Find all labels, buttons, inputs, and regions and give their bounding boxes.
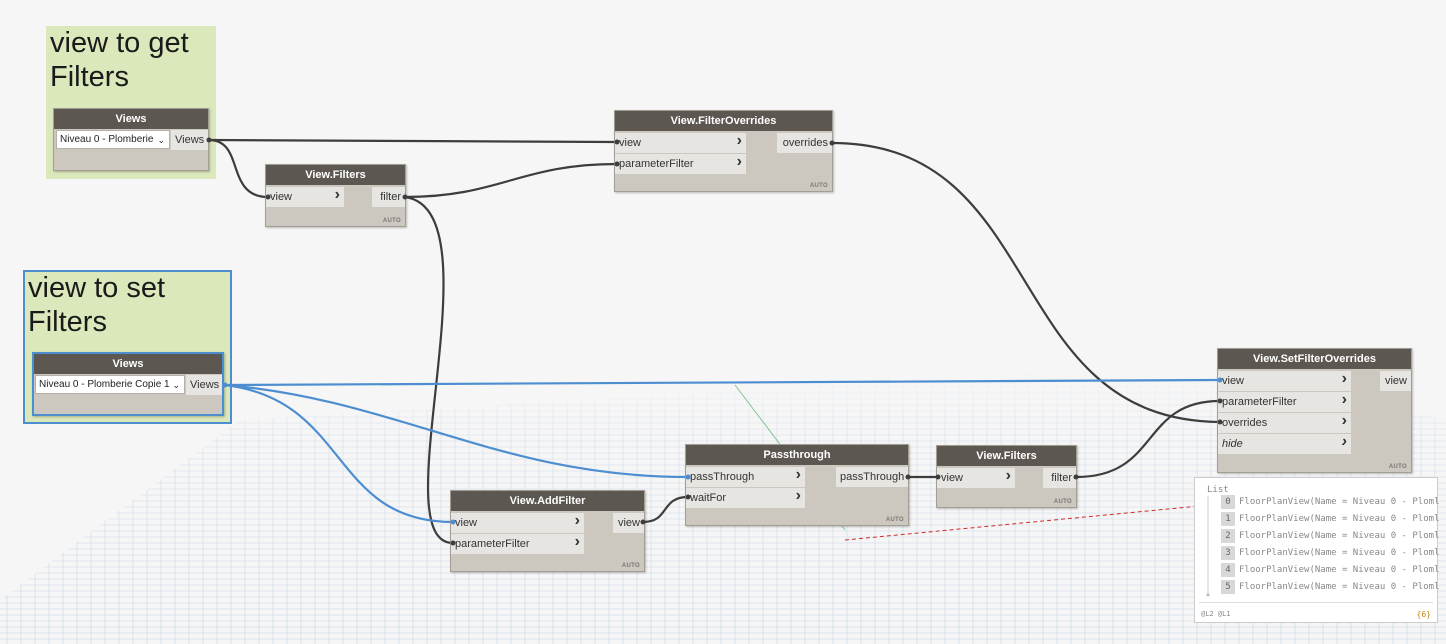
view-filters-node-2[interactable]: View.Filters view filter AUTO: [936, 445, 1077, 508]
list-tree-line: [1206, 496, 1210, 597]
list-item: 1 FloorPlanView(Name = Niveau 0 - Ploml: [1221, 512, 1439, 526]
output-port-view[interactable]: view: [1380, 371, 1411, 391]
port-label: view: [1222, 375, 1245, 387]
lacing-label: AUTO: [382, 218, 401, 224]
list-value: FloorPlanView(Name = Niveau 0 - Ploml: [1239, 582, 1440, 592]
port-label: filter: [380, 191, 401, 203]
list-value: FloorPlanView(Name = Niveau 0 - Ploml: [1239, 497, 1440, 507]
lacing-label: AUTO: [809, 183, 828, 189]
list-value: FloorPlanView(Name = Niveau 0 - Ploml: [1239, 548, 1440, 558]
port-label: parameterFilter: [619, 158, 694, 170]
views-get-node[interactable]: Views Niveau 0 - Plomberie ⌄ Views: [53, 108, 209, 171]
port-label: filter: [1051, 472, 1072, 484]
list-item: 3 FloorPlanView(Name = Niveau 0 - Ploml: [1221, 546, 1439, 560]
input-port-view[interactable]: view: [615, 131, 746, 153]
input-port-waitfor[interactable]: waitFor: [686, 486, 805, 508]
view-filters-node[interactable]: View.Filters view filter AUTO: [265, 164, 406, 227]
output-port-views[interactable]: Views: [186, 375, 222, 395]
list-index: 3: [1221, 546, 1235, 560]
port-label: view: [619, 137, 642, 149]
port-label: passThrough: [840, 471, 905, 483]
view-addfilter-node[interactable]: View.AddFilter view parameterFilter view…: [450, 490, 645, 572]
list-levels[interactable]: @L2 @L1: [1201, 610, 1231, 618]
node-title: Views: [54, 109, 208, 129]
port-label: waitFor: [690, 492, 727, 504]
input-port-view[interactable]: view: [937, 466, 1015, 488]
view-setfilteroverrides-node[interactable]: View.SetFilterOverrides view parameterFi…: [1217, 348, 1412, 473]
output-port-views[interactable]: Views: [171, 130, 208, 150]
input-port-parameterfilter[interactable]: parameterFilter: [451, 532, 584, 554]
port-label: parameterFilter: [455, 538, 530, 550]
output-port-overrides[interactable]: overrides: [777, 133, 832, 153]
list-count: {6}: [1416, 610, 1431, 619]
node-title: View.FilterOverrides: [615, 111, 832, 131]
port-label: overrides: [782, 137, 828, 149]
list-item: 0 FloorPlanView(Name = Niveau 0 - Ploml: [1221, 495, 1439, 509]
node-title: Views: [34, 354, 222, 374]
list-value: FloorPlanView(Name = Niveau 0 - Ploml: [1239, 531, 1440, 541]
input-port-view[interactable]: view: [1218, 369, 1351, 391]
list-item: 2 FloorPlanView(Name = Niveau 0 - Ploml: [1221, 529, 1439, 543]
node-title: View.AddFilter: [451, 491, 644, 511]
lacing-label: AUTO: [621, 563, 640, 569]
output-port-view[interactable]: view: [613, 513, 644, 533]
group-title: view to set Filters: [28, 272, 165, 338]
output-port-filter[interactable]: filter: [1043, 468, 1076, 488]
node-title: View.SetFilterOverrides: [1218, 349, 1411, 369]
view-filteroverrides-node[interactable]: View.FilterOverrides view parameterFilte…: [614, 110, 833, 192]
list-index: 0: [1221, 495, 1235, 509]
divider: [1199, 602, 1433, 603]
list-index: 2: [1221, 529, 1235, 543]
lacing-label: AUTO: [1053, 499, 1072, 505]
input-port-hide[interactable]: hide: [1218, 432, 1351, 454]
input-port-overrides[interactable]: overrides: [1218, 411, 1351, 433]
passthrough-node[interactable]: Passthrough passThrough waitFor passThro…: [685, 444, 909, 526]
port-label: passThrough: [690, 471, 755, 483]
port-label: hide: [1222, 438, 1243, 450]
dropdown-value: Niveau 0 - Plomberie Copie 1: [39, 379, 170, 390]
lacing-label: AUTO: [885, 517, 904, 523]
chevron-down-icon: ⌄: [172, 380, 180, 390]
list-item: 4 FloorPlanView(Name = Niveau 0 - Ploml: [1221, 563, 1439, 577]
views-set-dropdown[interactable]: Niveau 0 - Plomberie Copie 1 ⌄: [35, 375, 185, 394]
list-index: 1: [1221, 512, 1235, 526]
group-title: view to get Filters: [50, 27, 189, 93]
node-title: View.Filters: [937, 446, 1076, 466]
port-label: view: [455, 517, 478, 529]
input-port-parameterfilter[interactable]: parameterFilter: [615, 152, 746, 174]
port-label: view: [941, 472, 964, 484]
input-port-passthrough[interactable]: passThrough: [686, 465, 805, 487]
list-index: 5: [1221, 580, 1235, 594]
node-title: View.Filters: [266, 165, 405, 185]
input-port-view[interactable]: view: [451, 511, 584, 533]
port-label: view: [270, 191, 293, 203]
port-label: view: [1384, 375, 1407, 387]
input-port-view[interactable]: view: [266, 185, 344, 207]
list-value: FloorPlanView(Name = Niveau 0 - Ploml: [1239, 565, 1440, 575]
lacing-label: AUTO: [1388, 464, 1407, 470]
list-value: FloorPlanView(Name = Niveau 0 - Ploml: [1239, 514, 1440, 524]
list-title: List: [1207, 485, 1229, 495]
output-port-passthrough[interactable]: passThrough: [836, 467, 908, 487]
node-title: Passthrough: [686, 445, 908, 465]
dropdown-value: Niveau 0 - Plomberie: [60, 134, 154, 145]
port-label: view: [617, 517, 640, 529]
output-port-filter[interactable]: filter: [372, 187, 405, 207]
views-get-dropdown[interactable]: Niveau 0 - Plomberie ⌄: [56, 130, 170, 149]
port-label: Views: [190, 379, 220, 391]
views-set-node[interactable]: Views Niveau 0 - Plomberie Copie 1 ⌄ Vie…: [32, 352, 224, 416]
list-index: 4: [1221, 563, 1235, 577]
input-port-parameterfilter[interactable]: parameterFilter: [1218, 390, 1351, 412]
port-label: overrides: [1222, 417, 1268, 429]
port-label: Views: [175, 134, 205, 146]
port-label: parameterFilter: [1222, 396, 1297, 408]
list-item: 5 FloorPlanView(Name = Niveau 0 - Ploml: [1221, 580, 1439, 594]
chevron-down-icon: ⌄: [157, 135, 165, 145]
